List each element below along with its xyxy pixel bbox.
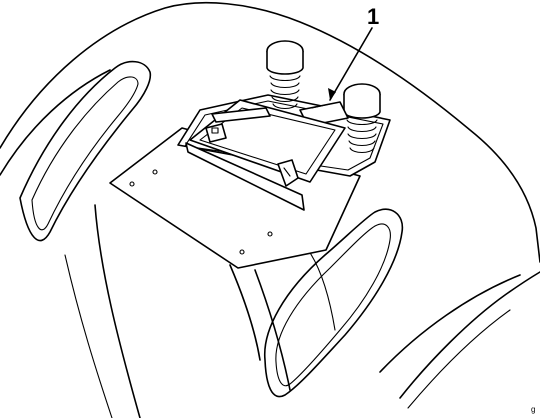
right-handle-slot [263, 208, 404, 398]
left-handle-slot [19, 60, 152, 242]
latch-bar [185, 99, 346, 211]
hood-outline [0, 1, 540, 409]
figure-code: g [531, 405, 535, 414]
left-latch [205, 123, 227, 143]
callout-number-1: 1 [367, 4, 379, 29]
callout-leader [328, 27, 373, 101]
right-spring [343, 83, 381, 154]
left-spring [266, 40, 304, 110]
center-clip [277, 159, 299, 187]
